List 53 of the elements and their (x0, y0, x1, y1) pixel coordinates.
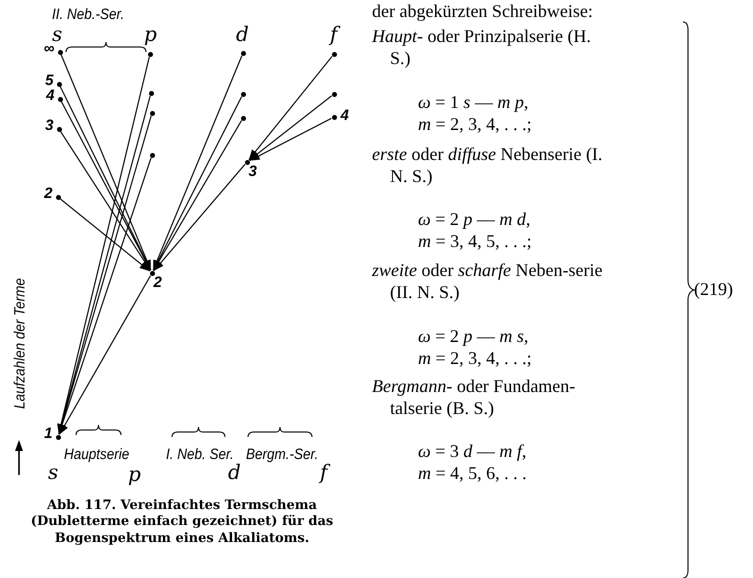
term-dot (332, 92, 336, 96)
term-dot (148, 90, 154, 96)
series-name: zweite oder scharfe Neben-serie (II. N. S.) (372, 260, 604, 304)
transition-arrow (248, 56, 333, 160)
series-name: Bergmann- oder Fundamen-talserie (B. S.) (372, 376, 576, 420)
column-letter: s (48, 460, 58, 484)
term-number: ∞ (44, 40, 54, 56)
transition-arrow (60, 131, 151, 271)
formula-line: ω = 2 p — m s, (418, 326, 528, 348)
transition-arrow (60, 54, 152, 270)
term-dot (332, 52, 336, 56)
transition-arrow (249, 118, 332, 162)
formula-line: ω = 1 s — m p, (418, 92, 528, 114)
formula-line: m = 3, 4, 5, . . .; (418, 231, 532, 253)
intro-text: der abgekürzten Schreibweise: (372, 1, 593, 23)
term-dot (240, 50, 246, 56)
column-letter: p (128, 462, 141, 486)
figure-caption: Abb. 117. Vereinfachtes Termschema (Dubletterme einfach gezeichnet) für das Bogenspektrum eines Alkaliatoms. (30, 498, 334, 547)
term-number: 2 (44, 186, 52, 200)
series-name: Haupt- oder Prinzipalserie (H. S.) (372, 26, 592, 70)
formula-line: ω = 2 p — m d, (418, 209, 530, 231)
column-letter: p (144, 22, 157, 46)
series-label: I. Neb. Ser. (166, 446, 234, 463)
term-dot (150, 110, 154, 116)
term-number: 2 (154, 274, 162, 290)
term-number: 3 (248, 164, 257, 178)
transition-arrow (249, 95, 332, 161)
transition-arrow (59, 275, 151, 435)
series-name: erste oder diffuse Nebenserie (I. N. S.) (372, 144, 604, 188)
formula-line: m = 2, 3, 4, . . .; (418, 114, 532, 136)
axis-label: Laufzahlen der Terme (12, 277, 28, 411)
formula-line: ω = 3 d — m f, (418, 441, 526, 463)
term-dot (150, 152, 154, 158)
column-letter: d (228, 460, 241, 484)
transition-arrow (154, 164, 246, 272)
series-label: Bergm.-Ser. (246, 446, 318, 463)
transition-arrow (60, 198, 150, 272)
column-letter: d (236, 22, 249, 46)
term-number: 5 (45, 72, 54, 88)
term-number: 3 (45, 118, 54, 132)
term-dot (240, 92, 246, 96)
series-label: II. Neb.-Ser. (52, 6, 124, 23)
column-letter: s (52, 22, 62, 46)
formula-line: m = 2, 3, 4, . . .; (418, 348, 532, 370)
term-number: 4 (340, 108, 349, 122)
term-dot (148, 52, 152, 56)
series-label: Hauptserie (64, 446, 130, 463)
term-number: 1 (44, 426, 52, 440)
term-dot (240, 116, 246, 120)
equation-number: (219) (694, 279, 733, 301)
formula-line: m = 4, 5, 6, . . . (418, 463, 527, 485)
transition-arrow (152, 56, 242, 270)
term-number: 4 (46, 88, 54, 102)
